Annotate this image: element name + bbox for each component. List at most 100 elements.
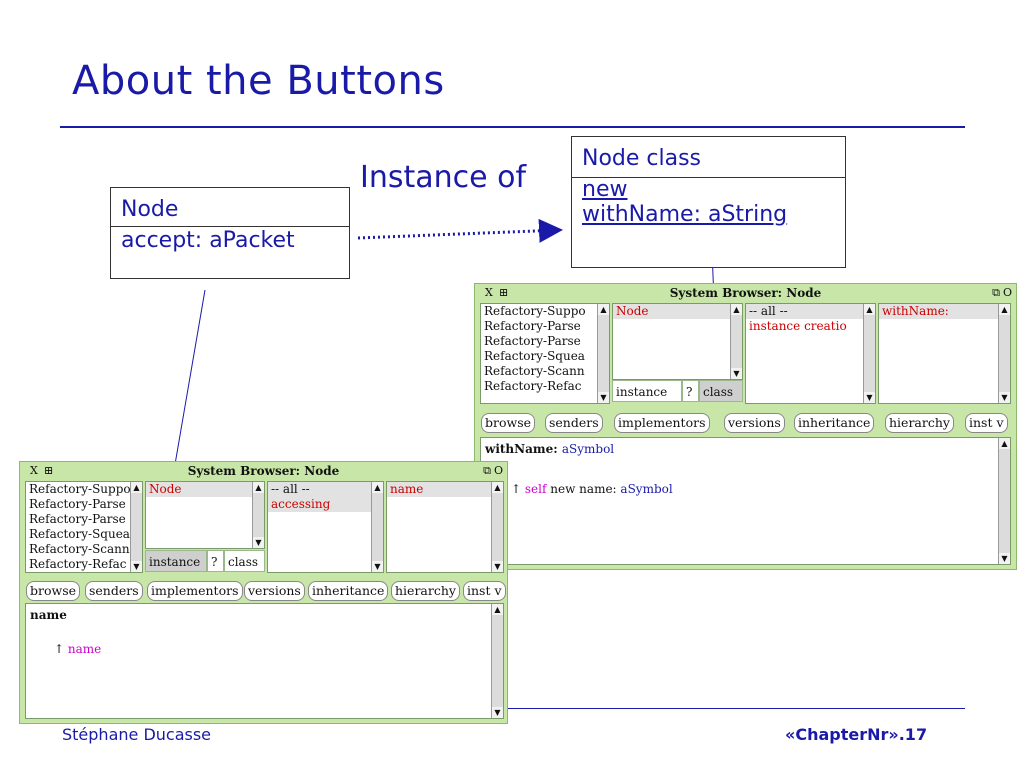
footer-page-number: «ChapterNr».17: [785, 725, 928, 744]
list-item[interactable]: instance creatio: [749, 319, 847, 333]
inst-var-button[interactable]: inst v: [463, 581, 506, 601]
instance-of-arrow: [357, 218, 563, 243]
return-caret: ↑: [511, 482, 522, 496]
method-selector: withName:: [485, 442, 558, 456]
node-class-box: Node class new withName: aString: [571, 136, 846, 268]
implementors-button[interactable]: implementors: [147, 581, 243, 601]
argument-text: aSymbol: [620, 482, 673, 496]
code-line: ↑ self new name: aSymbol: [511, 482, 673, 496]
menu-icon[interactable]: ⊞: [44, 464, 54, 477]
scrollbar[interactable]: ▲▼: [252, 482, 264, 548]
list-item[interactable]: Refactory-Parse: [29, 512, 126, 526]
return-caret: ↑: [54, 642, 65, 656]
versions-button[interactable]: versions: [724, 413, 785, 433]
scrollbar[interactable]: ▲▼: [998, 438, 1010, 564]
collapse-icon[interactable]: ⧉: [483, 464, 491, 477]
code-header: name: [30, 608, 67, 622]
browser-button-row: browse senders implementors versions inh…: [26, 581, 507, 603]
package-list[interactable]: Refactory-Suppo Refactory-Parse Refactor…: [25, 481, 143, 573]
list-item[interactable]: Refactory-Refac: [29, 557, 127, 571]
scrollbar[interactable]: ▲▼: [597, 304, 609, 403]
list-item[interactable]: name: [387, 482, 503, 497]
hierarchy-button[interactable]: hierarchy: [391, 581, 460, 601]
browser-button-row: browse senders implementors versions inh…: [481, 413, 1016, 435]
code-header: withName: aSymbol: [485, 442, 614, 456]
list-item[interactable]: Refactory-Squea: [484, 349, 585, 363]
list-item[interactable]: Refactory-Squea: [29, 527, 130, 541]
list-item[interactable]: Refactory-Scann: [484, 364, 585, 378]
message-text: new name:: [550, 482, 617, 496]
list-item[interactable]: accessing: [268, 497, 383, 512]
system-browser-instance-side: X ⊞ System Browser: Node ⧉ O Refactory-S…: [19, 461, 508, 724]
list-item[interactable]: Refactory-Refac: [484, 379, 582, 393]
scrollbar[interactable]: ▲▼: [998, 304, 1010, 403]
scrollbar[interactable]: ▲▼: [130, 482, 142, 572]
code-pane[interactable]: withName: aSymbol ↑ self new name: aSymb…: [480, 437, 1011, 565]
slide-title: About the Buttons: [72, 58, 445, 104]
senders-button[interactable]: senders: [545, 413, 603, 433]
title-divider: [60, 126, 965, 128]
scrollbar[interactable]: ▲▼: [371, 482, 383, 572]
list-item[interactable]: -- all --: [268, 482, 383, 497]
list-item[interactable]: -- all --: [746, 304, 875, 319]
list-item[interactable]: Node: [613, 304, 742, 319]
list-item[interactable]: Refactory-Scann: [29, 542, 130, 556]
list-item[interactable]: Refactory-Parse: [29, 497, 126, 511]
inheritance-button[interactable]: inheritance: [794, 413, 875, 433]
node-method-accept: accept: aPacket: [121, 228, 295, 253]
class-list[interactable]: Node ▲▼: [145, 481, 265, 549]
browser-title-bar: X ⊞ System Browser: Node ⧉ O: [475, 284, 1016, 302]
scrollbar[interactable]: ▲▼: [863, 304, 875, 403]
hierarchy-button[interactable]: hierarchy: [885, 413, 954, 433]
expand-icon[interactable]: O: [1002, 286, 1012, 299]
browser-title: System Browser: Node: [669, 286, 822, 300]
class-toggle[interactable]: class: [224, 550, 265, 572]
list-item[interactable]: Refactory-Suppo: [29, 482, 131, 496]
browser-title-bar: X ⊞ System Browser: Node ⧉ O: [20, 462, 507, 480]
list-item[interactable]: withName:: [879, 304, 1010, 319]
list-item[interactable]: Node: [146, 482, 264, 497]
instance-toggle[interactable]: instance: [145, 550, 207, 572]
close-icon[interactable]: X: [30, 464, 38, 477]
expand-icon[interactable]: O: [493, 464, 503, 477]
browse-button[interactable]: browse: [481, 413, 536, 433]
browser-title: System Browser: Node: [187, 464, 340, 478]
scrollbar[interactable]: ▲▼: [491, 604, 503, 718]
method-argument: aSymbol: [561, 442, 615, 456]
instance-of-label: Instance of: [360, 160, 527, 195]
class-toggle[interactable]: class: [699, 380, 743, 402]
footer-divider: [505, 708, 965, 709]
node-class-method-withname: withName: aString: [582, 202, 788, 227]
collapse-icon[interactable]: ⧉: [992, 286, 1000, 299]
self-keyword: self: [524, 482, 547, 496]
implementors-button[interactable]: implementors: [614, 413, 710, 433]
method-list[interactable]: name ▲▼: [386, 481, 504, 573]
package-list[interactable]: Refactory-Suppo Refactory-Parse Refactor…: [480, 303, 610, 404]
category-list[interactable]: -- all -- instance creatio ▲▼: [745, 303, 876, 404]
help-toggle[interactable]: ?: [682, 380, 699, 402]
inheritance-button[interactable]: inheritance: [308, 581, 389, 601]
code-pane[interactable]: name ↑ name ▲▼: [25, 603, 504, 719]
list-item[interactable]: Refactory-Parse: [484, 319, 581, 333]
node-box: Node accept: aPacket: [110, 187, 350, 279]
close-icon[interactable]: X: [485, 286, 493, 299]
scrollbar[interactable]: ▲▼: [730, 304, 742, 379]
menu-icon[interactable]: ⊞: [499, 286, 509, 299]
senders-button[interactable]: senders: [85, 581, 143, 601]
list-item[interactable]: Refactory-Parse: [484, 334, 581, 348]
node-class-method-new: new: [582, 177, 628, 202]
node-class-name: Node class: [582, 146, 702, 171]
list-item[interactable]: Refactory-Suppo: [484, 304, 586, 318]
category-list[interactable]: -- all -- accessing ▲▼: [267, 481, 384, 573]
inst-var-button[interactable]: inst v: [965, 413, 1008, 433]
node-name: Node: [121, 197, 179, 222]
help-toggle[interactable]: ?: [207, 550, 224, 572]
system-browser-class-side: X ⊞ System Browser: Node ⧉ O Refactory-S…: [474, 283, 1017, 570]
code-line: ↑ name: [54, 642, 101, 656]
browse-button[interactable]: browse: [26, 581, 81, 601]
class-list[interactable]: Node ▲▼: [612, 303, 743, 380]
versions-button[interactable]: versions: [244, 581, 305, 601]
instance-toggle[interactable]: instance: [612, 380, 682, 402]
scrollbar[interactable]: ▲▼: [491, 482, 503, 572]
method-list[interactable]: withName: ▲▼: [878, 303, 1011, 404]
